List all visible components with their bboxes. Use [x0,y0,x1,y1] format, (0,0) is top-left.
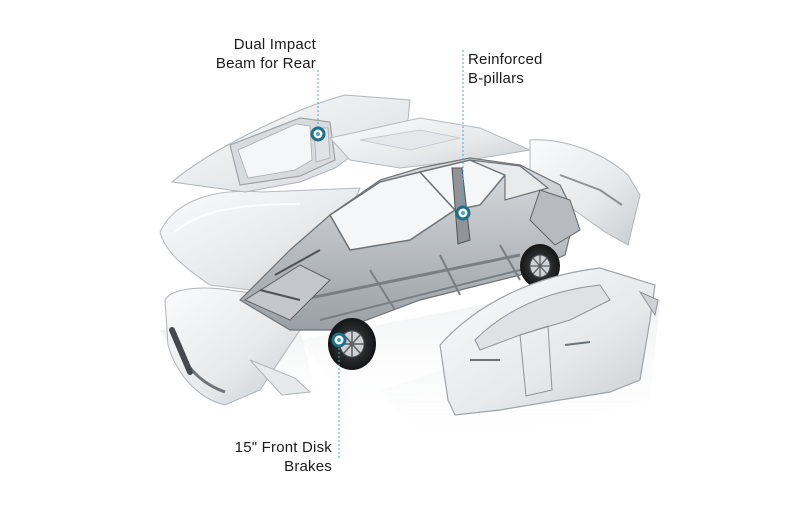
callout-leaders [317,50,464,460]
body-frame [239,157,581,331]
front-wheel [328,318,376,370]
rear-door-panel [170,94,411,193]
callout-reinforced-b-pillars: Reinforced B-pillars [468,51,543,87]
ring-marker-icon [310,126,326,142]
rear-wheel [520,244,560,288]
front-bumper-panel [164,287,312,406]
ring-marker-icon [455,205,471,221]
trunk-panel [529,139,641,246]
callout-front-disk-brakes: 15" Front Disk Brakes [234,439,332,475]
roof-panel [329,117,532,169]
ring-marker-icon [331,332,347,348]
side-door-panel [439,267,659,416]
callout-dual-impact-beam: Dual Impact Beam for Rear [215,36,316,72]
